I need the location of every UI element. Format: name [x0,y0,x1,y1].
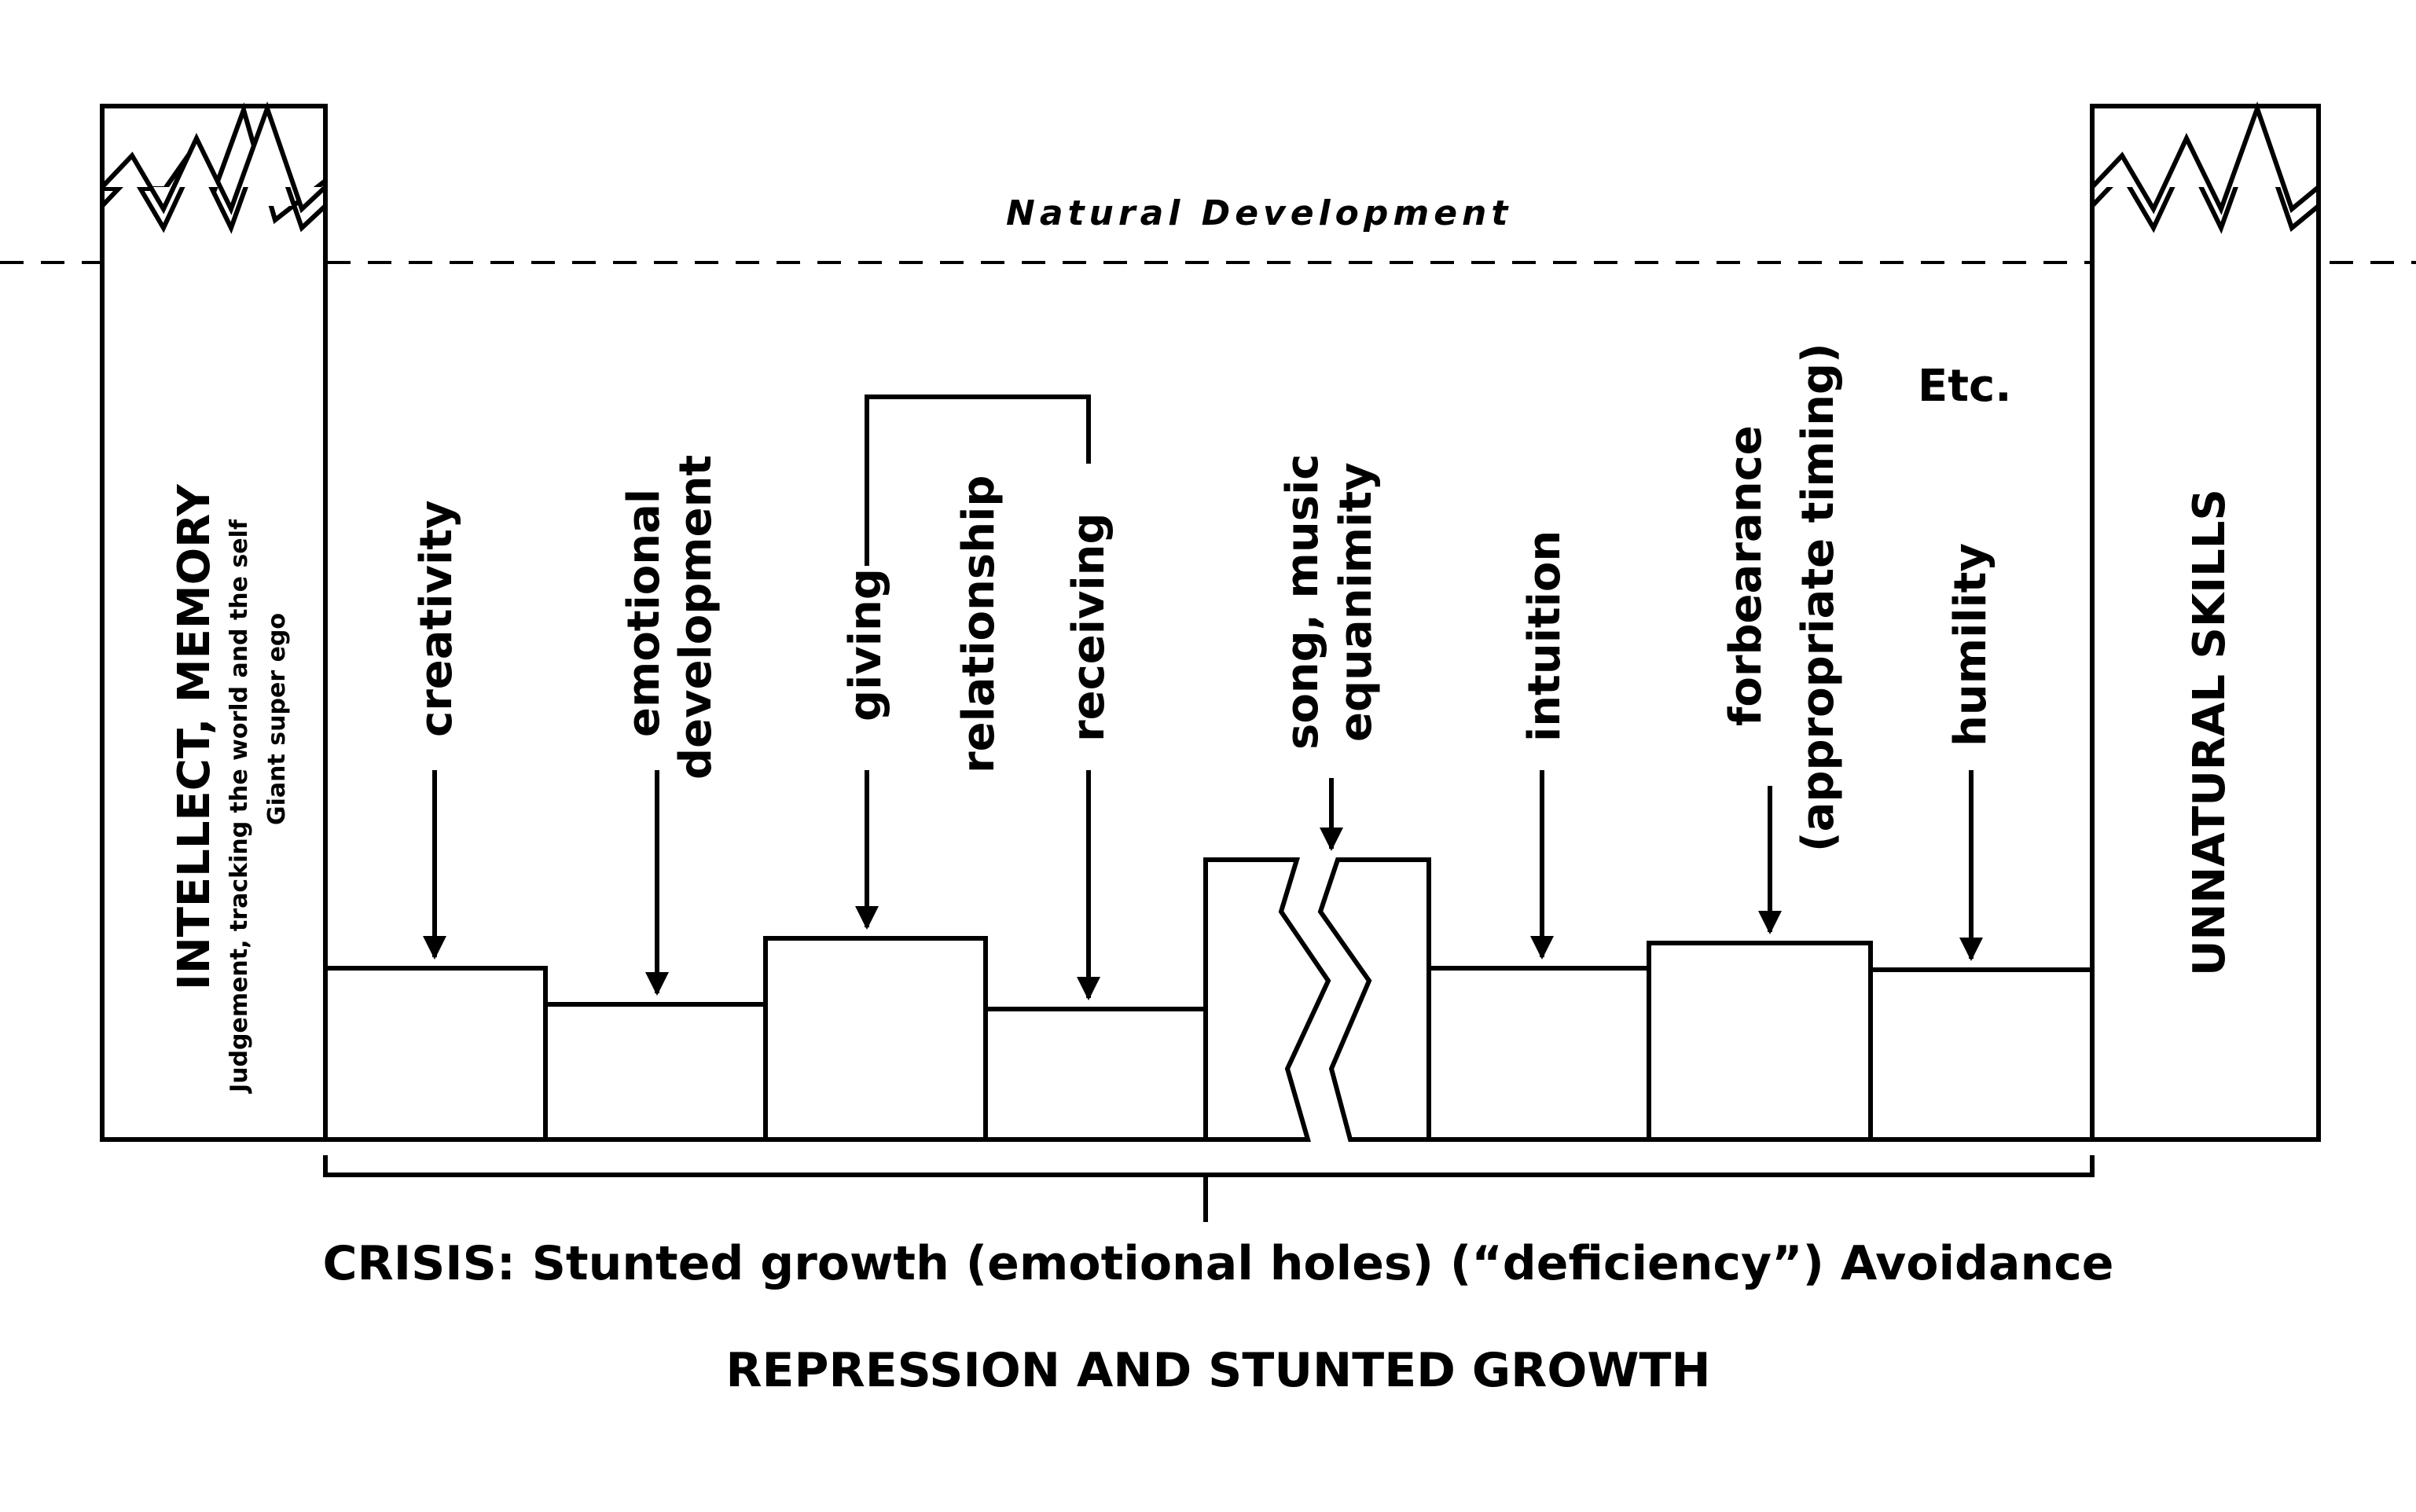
forbearance-label-2: (appropriate timing) [1793,343,1844,852]
intellect-memory-subtitle-2: Giant super ego [263,613,291,825]
emotional-development-box [543,1002,768,1142]
intellect-memory-title: INTELLECT, MEMORY [169,483,220,990]
song-label-2: equanimity [1331,462,1382,742]
song-box [1203,857,1431,1142]
relationship-bracket [865,395,1091,566]
natural-development-label: Natural Development [1006,193,1512,233]
crisis-caption: CRISIS: Stunted growth (emotional holes)… [323,1236,2114,1291]
intellect-memory-subtitle-1: Judgement, tracking the world and the se… [226,519,253,1094]
song-label-1: song, music [1277,454,1328,750]
crisis-bracket [323,1155,2095,1177]
etc-label: Etc. [1918,361,2012,412]
creativity-label: creativity [411,500,462,737]
emotional-label-2: development [670,455,721,780]
receiving-label: receiving [1063,512,1114,742]
humility-label: humility [1945,543,1996,747]
creativity-box [323,966,548,1142]
emotional-label-1: emotional [619,489,670,737]
receiving-box [983,1007,1208,1142]
intuition-box [1426,966,1651,1142]
forbearance-box [1647,941,1873,1142]
left-pillar [100,101,328,1142]
humility-box [1868,967,2095,1142]
repression-caption: REPRESSION AND STUNTED GROWTH [725,1343,1710,1398]
right-pillar [2090,101,2321,1142]
giving-box [763,936,988,1142]
intuition-label: intuition [1519,530,1570,742]
unnatural-skills-title: UNNATURAL SKILLS [2184,489,2235,976]
forbearance-label-1: forbearance [1720,425,1772,726]
giving-label: giving [840,568,891,721]
relationship-label: relationship [953,475,1004,773]
